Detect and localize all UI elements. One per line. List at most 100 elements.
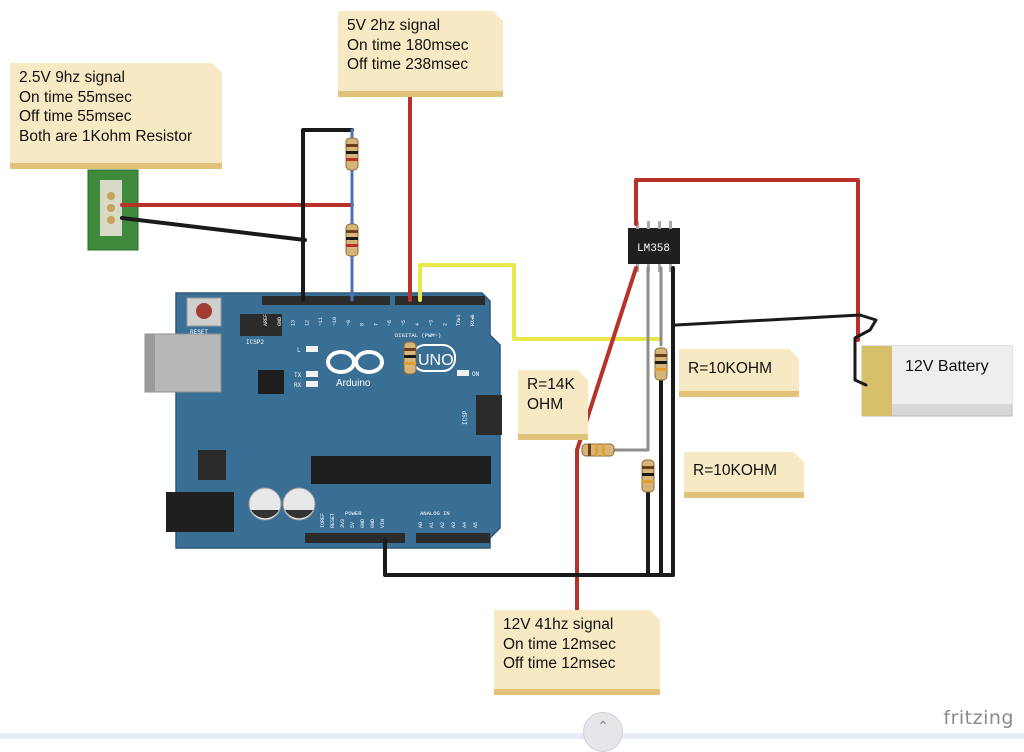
note-line: R=10KOHM <box>688 360 772 377</box>
arduino-uno-board: Arduino UNO RESET ICSP2 ICSP L TX RX ON … <box>144 292 502 549</box>
pin-label: IOREF <box>320 513 326 528</box>
usb-chip <box>258 370 284 394</box>
pin-label: 3V3 <box>340 519 346 528</box>
note-line: On time 180msec <box>347 36 469 54</box>
pin-label: GND <box>277 317 283 326</box>
usb-port <box>144 333 222 393</box>
led-l-label: L <box>297 347 301 354</box>
pin-label: 8 <box>360 323 366 326</box>
pin-label: ~11 <box>318 317 324 326</box>
note-line: R=14K <box>527 376 575 393</box>
digital-label: DIGITAL (PWM~) <box>395 332 441 339</box>
pin-label: 5V <box>350 522 356 528</box>
note-5v-signal: 5V 2hz signal On time 180msec Off time 2… <box>338 11 503 97</box>
led-rx <box>306 381 318 387</box>
pin-label: AREF <box>263 314 269 326</box>
pin-label: 2 <box>442 323 448 326</box>
note-r-10k-bottom: R=10KOHM <box>684 452 804 498</box>
pin-label: ~5 <box>401 320 407 326</box>
resistor-1k-top <box>345 137 359 171</box>
battery-label: 12V Battery <box>905 358 989 375</box>
pin-label: A5 <box>473 522 479 528</box>
pin-label: TX▸1 <box>456 314 462 326</box>
icsp-header <box>476 395 502 435</box>
wire-yellow <box>418 263 662 341</box>
pin-label: A1 <box>429 522 435 528</box>
pin-label: A4 <box>462 522 468 528</box>
resistor-14k <box>581 443 615 457</box>
power-header <box>305 533 405 543</box>
bottom-strip <box>0 733 1024 739</box>
note-line: Off time 238msec <box>347 56 469 73</box>
reset-label: RESET <box>190 329 208 336</box>
digital-header-left <box>262 296 390 305</box>
note-line: On time 12msec <box>503 635 616 653</box>
wire-black-gnd <box>301 128 354 302</box>
power-pin-labels: IOREF RESET 3V3 5V GND GND VIN <box>320 513 386 528</box>
wire-gray <box>608 266 650 452</box>
note-line: Off time 12msec <box>503 655 616 672</box>
led-l <box>306 346 318 352</box>
arduino-logo-icon <box>326 350 384 374</box>
note-line: OHM <box>527 395 564 413</box>
pin-label: 7 <box>373 323 379 326</box>
arduino-model: UNO <box>418 352 454 369</box>
pin-label: 12 <box>304 320 310 326</box>
pin-label: GND <box>360 519 366 528</box>
icsp2-header <box>240 314 282 336</box>
pin-label: ~10 <box>332 317 338 326</box>
pin-label: 4 <box>415 323 421 326</box>
resistor-pin-6 <box>403 341 417 375</box>
digital-header-right <box>395 296 485 305</box>
lm358-opamp: LM358 <box>628 221 680 272</box>
resistors <box>345 137 668 493</box>
pin-label: VIN <box>380 519 386 528</box>
lm358-label: LM358 <box>637 243 670 255</box>
led-tx <box>306 371 318 377</box>
wires <box>120 96 878 612</box>
icsp-label: ICSP <box>462 410 469 425</box>
wire-black-battery <box>674 313 878 387</box>
wire-red-battery <box>634 178 860 342</box>
note-line: Both are 1Kohm Resistor <box>19 127 193 145</box>
pin-label: RX◂0 <box>470 314 476 326</box>
resistor-10k-bottom <box>641 459 655 493</box>
note-2-5v-signal: 2.5V 9hz signal On time 55msec Off time … <box>10 63 222 169</box>
pin-label: A0 <box>418 522 424 528</box>
led-on <box>457 370 469 376</box>
note-line: R=10KOHM <box>693 462 777 479</box>
resistor-1k-bottom <box>345 223 359 257</box>
pin-label: GND <box>370 519 376 528</box>
analog-header <box>416 533 490 543</box>
pin-label: ~9 <box>346 320 352 326</box>
pin-label: ~3 <box>429 320 435 326</box>
chevron-up-icon: ⌃ <box>597 718 609 734</box>
regulator <box>198 450 226 480</box>
note-r-10k-top: R=10KOHM <box>679 349 799 397</box>
connector-module <box>87 169 139 251</box>
note-line: On time 55msec <box>19 88 132 106</box>
power-label: POWER <box>345 510 362 517</box>
led-tx-label: TX <box>294 372 302 379</box>
analog-label: ANALOG IN <box>420 510 450 517</box>
fritzing-logo: fritzing <box>943 707 1014 729</box>
note-line: 2.5V 9hz signal <box>19 69 125 86</box>
pin-label: RESET <box>330 513 336 528</box>
led-rx-label: RX <box>294 382 302 389</box>
wire-red-12v-signal <box>575 266 638 612</box>
led-on-label: ON <box>472 371 480 378</box>
pin-label: 13 <box>291 320 297 326</box>
note-12v-signal: 12V 41hz signal On time 12msec Off time … <box>494 610 660 695</box>
wire-black-ground-bus <box>383 538 675 577</box>
pin-label: A3 <box>451 522 457 528</box>
pin-label: ~6 <box>387 320 393 326</box>
note-line: 12V 41hz signal <box>503 616 614 633</box>
resistor-10k-top <box>654 347 668 381</box>
note-r-14k: R=14K OHM <box>518 370 588 440</box>
note-line: 5V 2hz signal <box>347 17 441 34</box>
wire-black-connector <box>120 216 307 242</box>
scroll-up-button[interactable]: ⌃ <box>583 712 623 752</box>
top-pin-labels: AREF GND 13 12 ~11 ~10 ~9 8 7 ~6 ~5 4 ~3 2 TX▸1 RX◂0 <box>263 314 476 326</box>
